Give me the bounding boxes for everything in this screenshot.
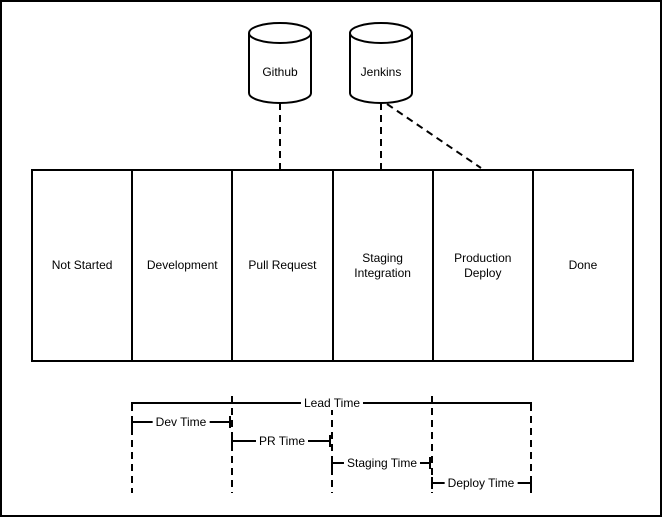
column-production-deploy: Production Deploy bbox=[434, 171, 534, 360]
column-label: Development bbox=[146, 258, 218, 272]
column-label: Not Started bbox=[51, 258, 113, 272]
jenkins-cylinder-icon bbox=[349, 33, 413, 104]
column-staging-integration: Staging Integration bbox=[334, 171, 434, 360]
github-cylinder-top-icon bbox=[248, 22, 312, 44]
deploy-time-label: Deploy Time bbox=[444, 476, 518, 490]
dev-time-label: Dev Time bbox=[152, 415, 210, 429]
datastore-github: Github bbox=[248, 22, 312, 104]
column-label: Staging Integration bbox=[354, 250, 411, 280]
column-done: Done bbox=[534, 171, 632, 360]
pr-time-label: PR Time bbox=[255, 434, 309, 448]
column-pull-request: Pull Request bbox=[233, 171, 334, 360]
column-development: Development bbox=[133, 171, 234, 360]
github-cylinder-icon bbox=[248, 33, 312, 104]
jenkins-to-production-connector bbox=[386, 103, 482, 169]
jenkins-cylinder-top-icon bbox=[349, 22, 413, 44]
column-label: Production Deploy bbox=[454, 250, 512, 280]
column-not-started: Not Started bbox=[33, 171, 134, 360]
datastore-jenkins: Jenkins bbox=[349, 22, 413, 104]
column-label: Pull Request bbox=[248, 258, 317, 272]
jenkins-label: Jenkins bbox=[361, 65, 402, 79]
github-label: Github bbox=[262, 65, 298, 79]
staging-time-label: Staging Time bbox=[343, 456, 421, 470]
kanban-board: Not Started Development Pull Request Sta… bbox=[31, 169, 634, 362]
column-label: Done bbox=[568, 258, 598, 272]
lead-time-label: Lead Time bbox=[300, 396, 364, 410]
